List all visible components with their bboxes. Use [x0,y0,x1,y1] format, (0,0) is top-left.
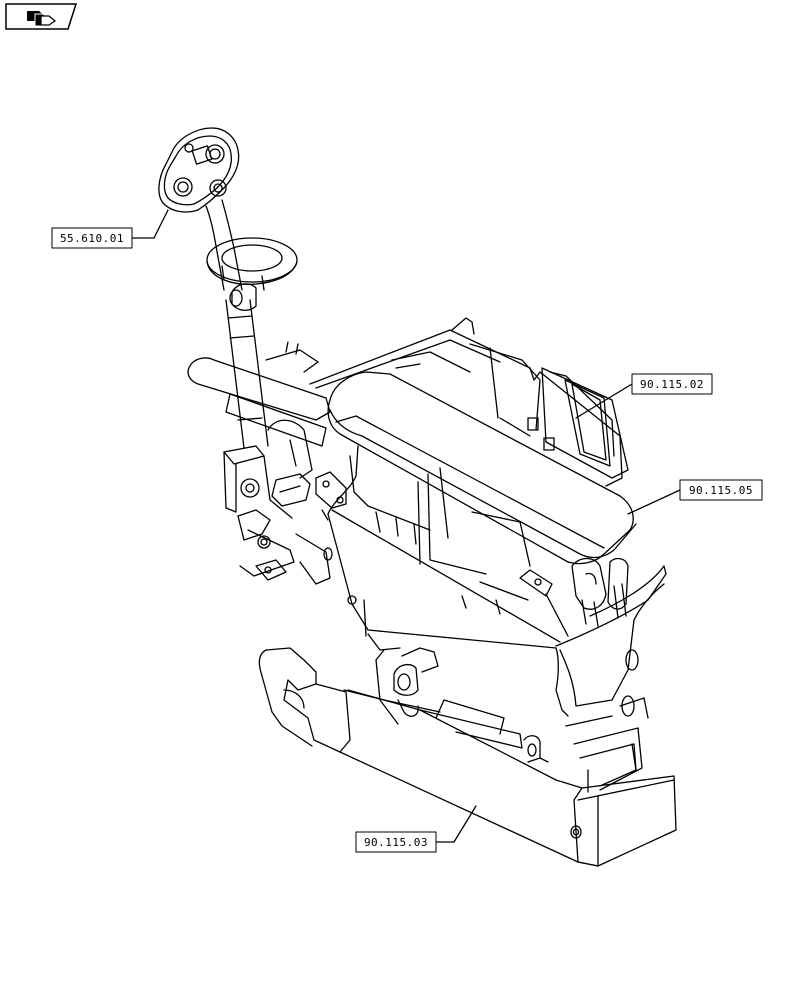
joystick-boot [206,237,298,311]
console-latch [571,557,639,717]
next-page-arrow-icon [27,11,57,27]
callout-console-side-label: 90.115.02 [640,378,704,391]
callout-joystick-label: 55.610.01 [60,232,124,245]
callout-base-bracket-label: 90.115.03 [364,836,428,849]
joystick-shaft [225,299,269,449]
next-page-button[interactable] [5,3,77,30]
callout-armrest-label: 90.115.05 [689,484,753,497]
callout-console-side[interactable]: 90.115.02 [575,373,713,419]
left-mount-plate [187,341,331,447]
console-front-panel [327,445,667,717]
console-housing [309,317,629,487]
callout-armrest[interactable]: 90.115.05 [627,479,763,515]
base-bracket [258,633,677,867]
armrest [327,371,637,565]
callout-base-bracket[interactable]: 90.115.03 [355,805,477,853]
lever-bracket [223,419,333,585]
callout-joystick[interactable]: 55.610.01 [51,209,169,249]
joystick-handle [158,127,243,291]
